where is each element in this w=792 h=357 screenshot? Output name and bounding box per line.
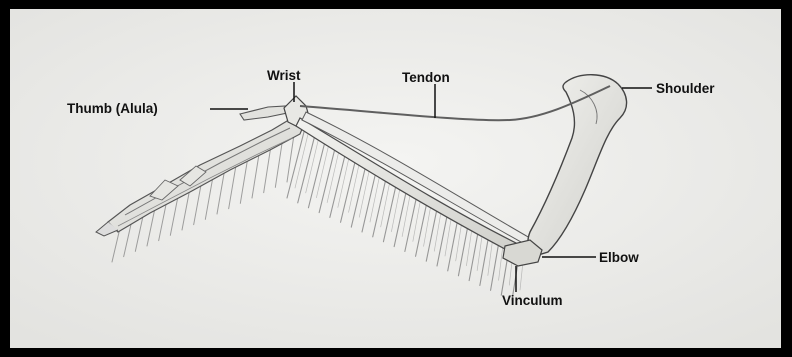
vinculum-label: Vinculum xyxy=(502,293,563,308)
tendon-label: Tendon xyxy=(402,70,450,85)
elbow-label: Elbow xyxy=(599,250,639,265)
wrist-label: Wrist xyxy=(267,68,301,83)
thumb-alula-label: Thumb (Alula) xyxy=(67,101,158,116)
wing-anatomy-illustration: Wrist Tendon Shoulder Thumb (Alula) Elbo… xyxy=(10,9,781,348)
diagram-panel: Wrist Tendon Shoulder Thumb (Alula) Elbo… xyxy=(10,9,781,348)
shoulder-label: Shoulder xyxy=(656,81,715,96)
